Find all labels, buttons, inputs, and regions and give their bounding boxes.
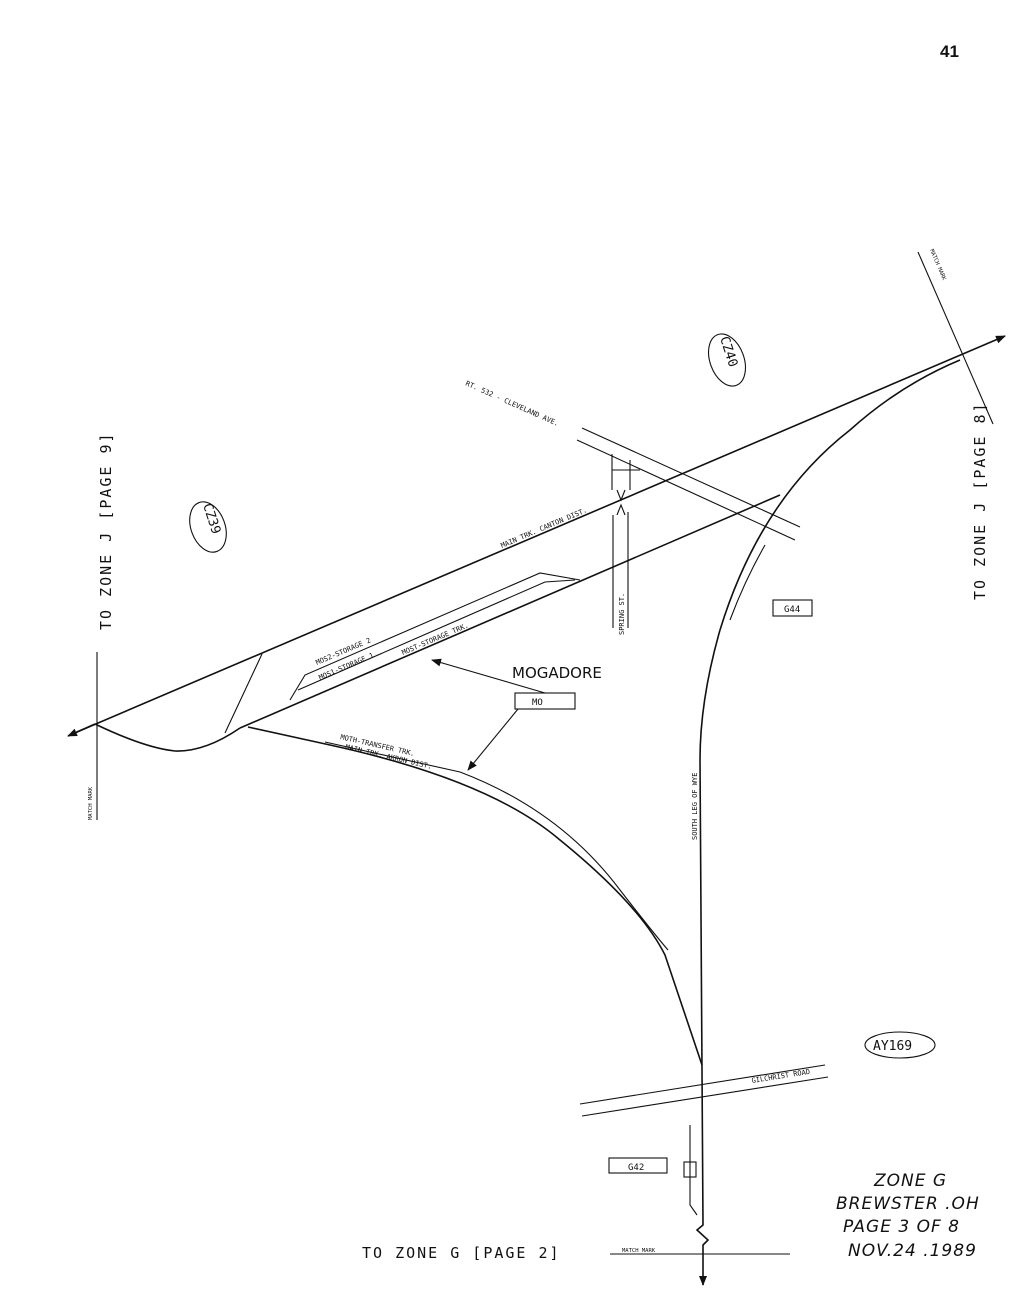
svg-text:CZ39: CZ39 bbox=[199, 502, 223, 536]
g42-siding bbox=[689, 1125, 698, 1216]
title-page: PAGE 3 OF 8 bbox=[843, 1217, 960, 1237]
main-track-akron-upper bbox=[239, 494, 781, 729]
page-number: 41 bbox=[940, 42, 959, 61]
label-most-storage-trk: MOST-STORAGE TRK. bbox=[401, 621, 470, 656]
gilchrist-road-line-b bbox=[581, 1076, 829, 1117]
zone-code-ay169: AY169 bbox=[864, 1031, 936, 1059]
transfer-track bbox=[247, 726, 703, 1066]
cleveland-ave-line-b bbox=[576, 439, 796, 541]
svg-text:G42: G42 bbox=[628, 1163, 644, 1173]
spring-st-arrows bbox=[616, 489, 626, 516]
south-leg-wye bbox=[695, 629, 721, 1286]
title-zone: ZONE G bbox=[873, 1171, 947, 1191]
spring-st-north bbox=[611, 454, 640, 490]
svg-text:MO: MO bbox=[532, 698, 543, 708]
label-main-trk-canton: MAIN TRK. CANTON DIST. bbox=[500, 506, 588, 550]
gilchrist-road-line-a bbox=[579, 1064, 826, 1105]
box-g42: G42 bbox=[608, 1157, 668, 1174]
label-gilchrist-road: GILCHRIST ROAD bbox=[751, 1068, 811, 1085]
spring-st-south bbox=[612, 512, 629, 628]
match-mark-south: MATCH MARK bbox=[622, 1248, 656, 1254]
match-mark-east: MATCH MARK bbox=[928, 248, 947, 281]
storage-track-2 bbox=[289, 572, 581, 701]
north-leg-curve bbox=[719, 359, 961, 631]
label-rt532-cleveland-ave: RT. 532 - CLEVELAND AVE. bbox=[464, 380, 560, 428]
title-location: BREWSTER .OH bbox=[836, 1194, 980, 1214]
zone-code-cz39: CZ39 bbox=[189, 501, 227, 553]
place-mogadore: MOGADORE bbox=[512, 664, 602, 682]
main-track-west-arrow bbox=[67, 723, 96, 737]
svg-text:AY169: AY169 bbox=[873, 1039, 912, 1054]
label-spring-st: SPRING ST. bbox=[618, 593, 626, 635]
box-g44: G44 bbox=[772, 599, 813, 617]
storage-track-1 bbox=[297, 579, 576, 691]
g42-marker bbox=[683, 1161, 697, 1178]
to-zone-j-page-8: TO ZONE J [PAGE 8] bbox=[971, 401, 989, 600]
cleveland-ave-line-a bbox=[581, 427, 801, 528]
box-mo: MO bbox=[514, 692, 576, 710]
match-mark-west: MATCH MARK bbox=[88, 786, 94, 820]
svg-text:G44: G44 bbox=[784, 605, 800, 615]
svg-text:CZ40: CZ40 bbox=[716, 335, 740, 369]
main-track-canton bbox=[69, 335, 1006, 736]
mogadore-pointer-transfer bbox=[467, 708, 519, 771]
north-leg-spur bbox=[729, 544, 766, 621]
akron-main-lower bbox=[324, 741, 669, 951]
to-zone-j-page-9: TO ZONE J [PAGE 9] bbox=[97, 431, 115, 630]
zone-code-cz40: CZ40 bbox=[707, 333, 747, 387]
yard-loop-west bbox=[94, 723, 241, 752]
label-south-leg-wye: SOUTH LEG OF WYE bbox=[691, 773, 699, 840]
match-mark-line-east bbox=[917, 251, 994, 425]
to-zone-g-page-2: TO ZONE G [PAGE 2] bbox=[362, 1244, 561, 1262]
crossover-west bbox=[224, 653, 263, 734]
mogadore-pointer-storage bbox=[431, 658, 546, 694]
title-date: NOV.24 .1989 bbox=[848, 1241, 977, 1261]
